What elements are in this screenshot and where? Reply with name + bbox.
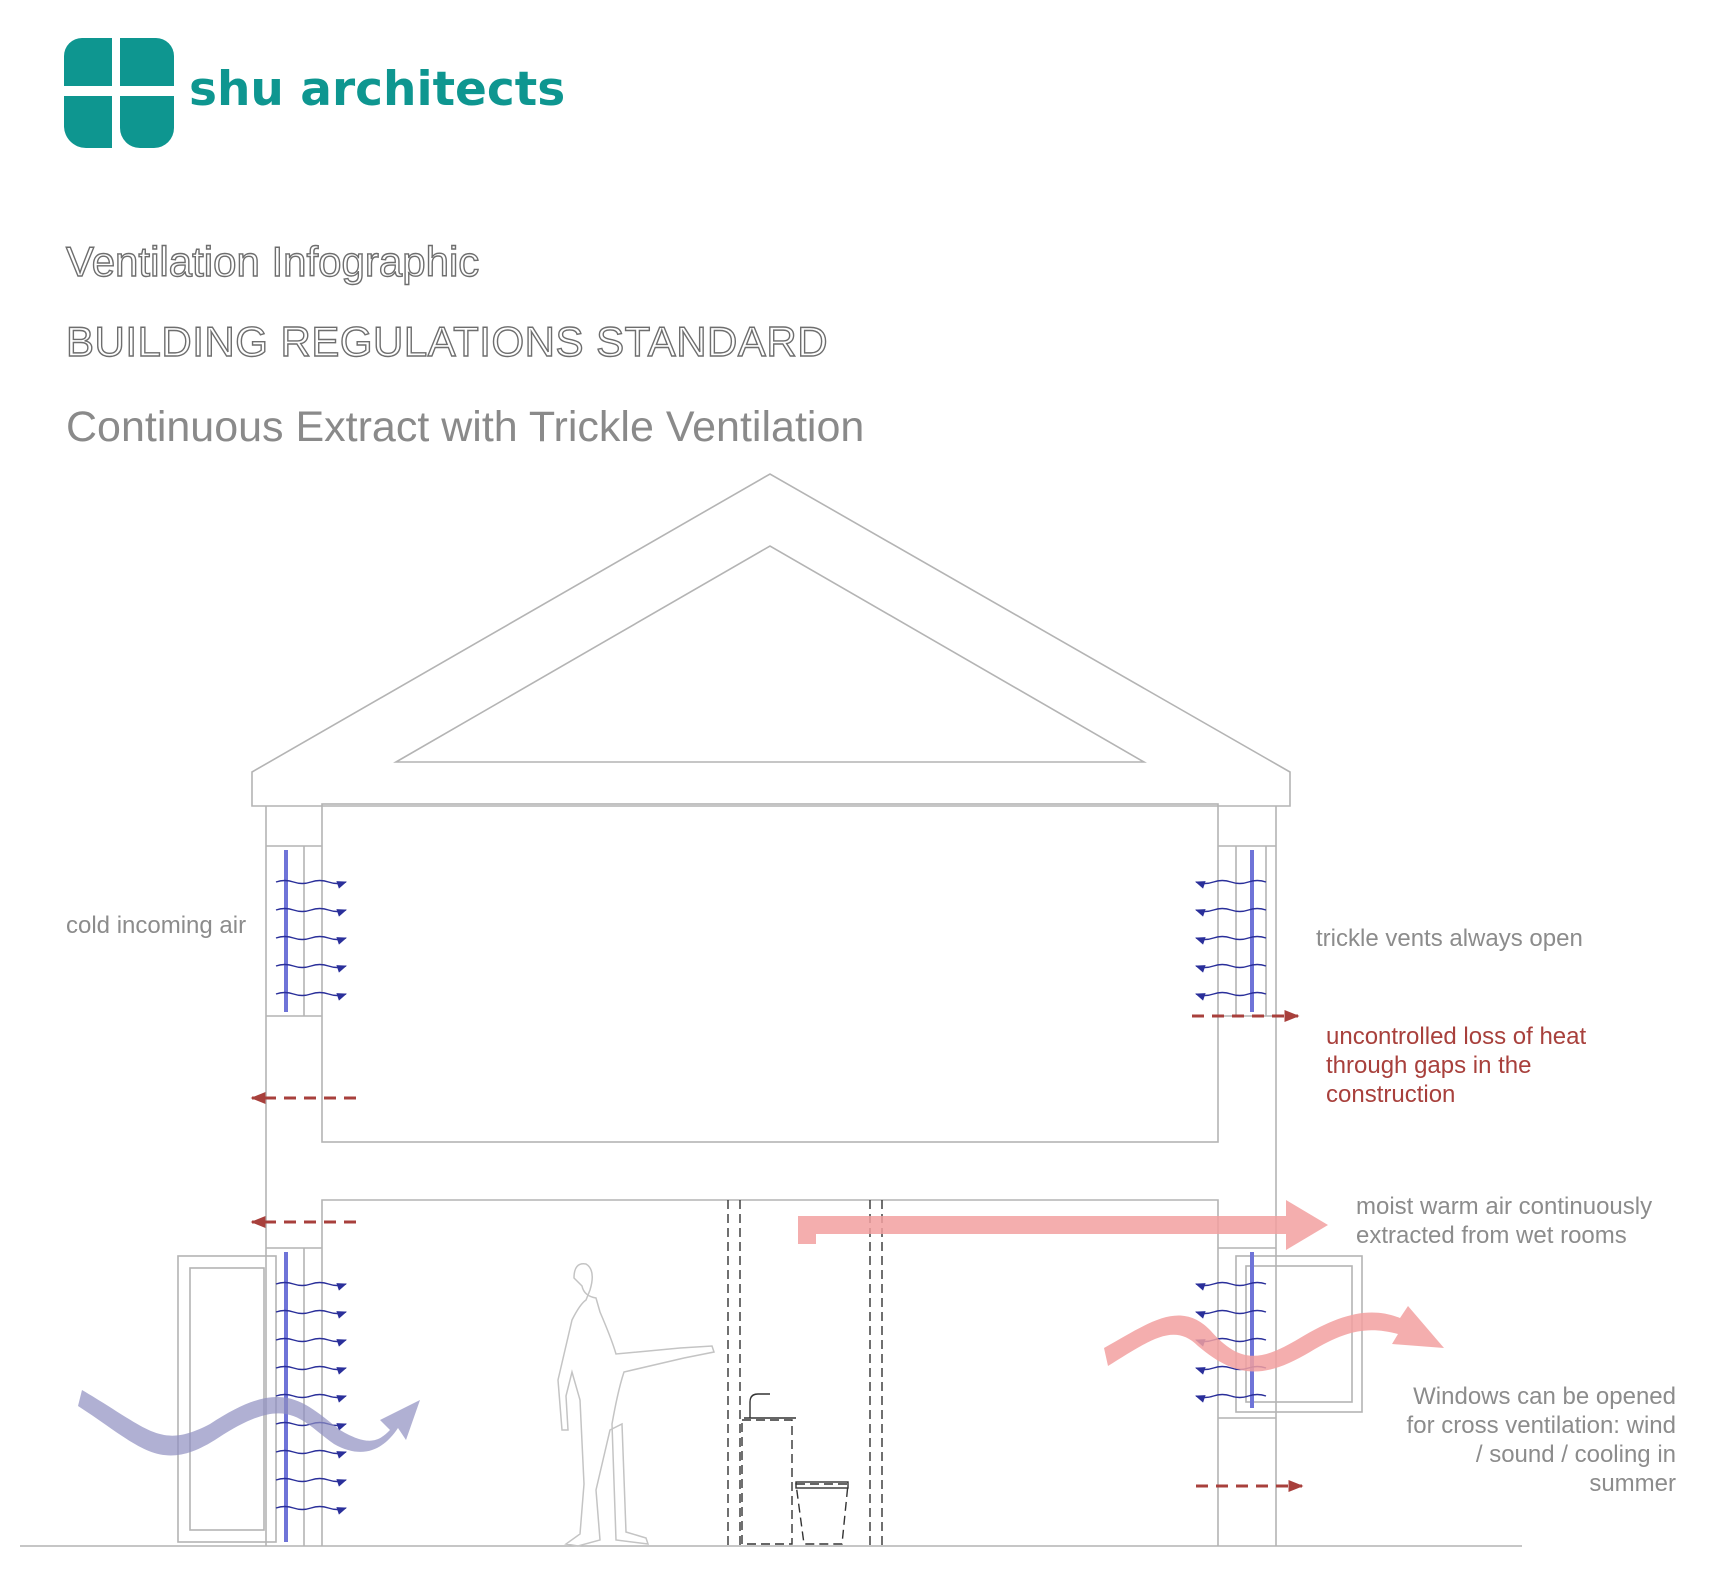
- inflow-arrow: [1195, 1281, 1267, 1291]
- inflow-arrow: [275, 907, 347, 917]
- inflow-arrow: [275, 879, 347, 889]
- basin-unit: [741, 1419, 793, 1545]
- cold-air-flow-arrow: [78, 1390, 420, 1456]
- page-subtitle: BUILDING REGULATIONS STANDARD: [65, 317, 829, 365]
- window-open: [1235, 1255, 1363, 1413]
- inflow-arrow: [1195, 879, 1267, 889]
- inflow-arrow: [1195, 1393, 1267, 1403]
- inflow-arrow: [1195, 1309, 1267, 1319]
- inflow-arrow: [275, 1393, 347, 1403]
- cold-air-label: cold incoming air: [66, 912, 247, 939]
- ground-room: [321, 1199, 1219, 1546]
- inflow-arrow: [275, 1505, 347, 1515]
- system-title: Continuous Extract with Trickle Ventilat…: [66, 403, 865, 451]
- extract-label: moist warm air continuously extracted fr…: [1356, 1193, 1653, 1249]
- inflow-arrow: [275, 1477, 347, 1487]
- trickle-vents-label: trickle vents always open: [1316, 925, 1583, 952]
- inflow-arrow: [275, 1337, 347, 1347]
- roof-void: [393, 545, 1147, 763]
- brand-name: shu architects: [189, 62, 566, 117]
- inflow-arrow: [1195, 907, 1267, 917]
- inflow-arrow: [275, 1309, 347, 1319]
- cross-ventilation-flow-arrow: [1104, 1306, 1444, 1372]
- inflow-arrow: [1195, 963, 1267, 973]
- inflow-arrow: [275, 935, 347, 945]
- inflow-arrow: [275, 1281, 347, 1291]
- extract-flow-arrow: [798, 1200, 1328, 1250]
- inflow-arrow: [1195, 935, 1267, 945]
- roof-outline: [251, 473, 1291, 807]
- heat-loss-label: uncontrolled loss of heat through gaps i…: [1326, 1023, 1587, 1108]
- shu-logo-icon: [64, 38, 174, 148]
- page-title: Ventilation Infographic: [65, 237, 480, 285]
- toilet-icon: [795, 1483, 849, 1545]
- inflow-arrow: [275, 991, 347, 1001]
- windows-label: Windows can be opened for cross ventilat…: [1406, 1383, 1676, 1497]
- inflow-arrow: [1195, 991, 1267, 1001]
- inflow-arrow: [275, 963, 347, 973]
- inflow-arrow: [275, 1449, 347, 1459]
- person-figure: [557, 1263, 715, 1547]
- upper-room: [321, 803, 1219, 1143]
- inflow-arrow: [275, 1365, 347, 1375]
